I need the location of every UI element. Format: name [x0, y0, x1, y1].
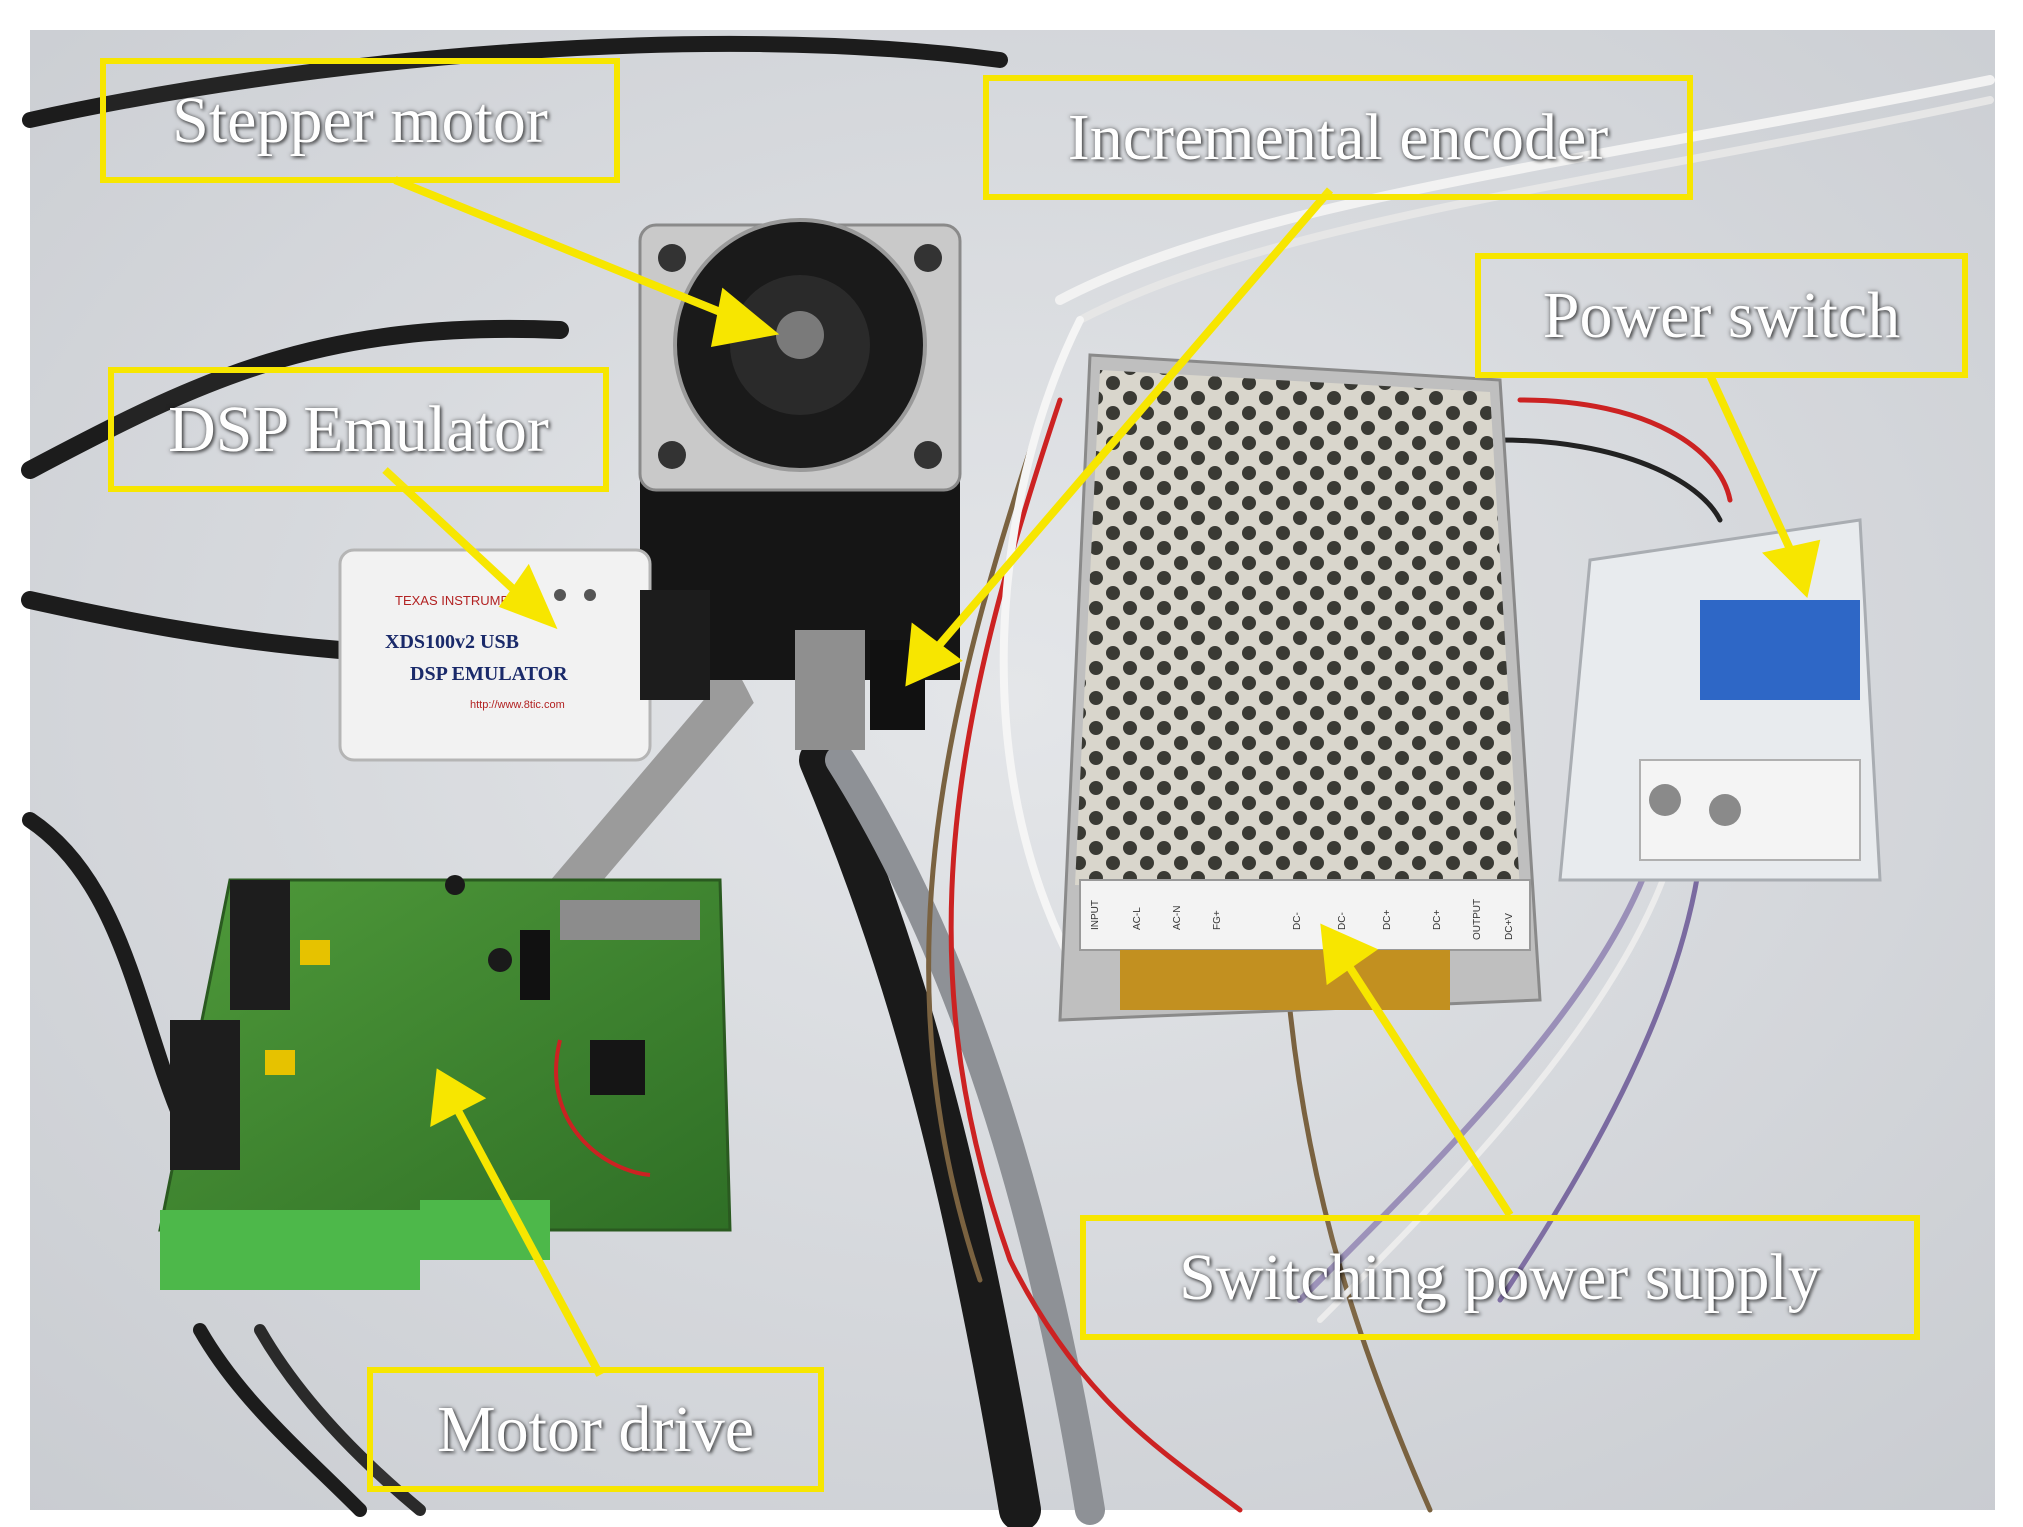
svg-text:AC-L: AC-L	[1132, 907, 1143, 930]
stepper-motor	[638, 218, 962, 750]
stepper-motor-label: Stepper motor	[100, 58, 620, 183]
terminal-labels: INPUT AC-L AC-N FG+ DC- DC- DC+ DC+ OUTP…	[1090, 899, 1515, 940]
motor-drive-board	[158, 875, 732, 1290]
svg-text:DC+V: DC+V	[1504, 913, 1515, 940]
svg-text:FG+: FG+	[1212, 910, 1223, 930]
switching-power-supply	[1058, 353, 1542, 1022]
dsp-emulator: TEXAS INSTRUMENTS XDS100v2 USB DSP EMULA…	[338, 548, 710, 762]
incremental-encoder-label: Incremental encoder	[983, 75, 1693, 200]
cables	[21, 35, 1995, 1527]
svg-text:DC-: DC-	[1292, 912, 1303, 930]
emulator-title-text: DSP EMULATOR	[410, 663, 568, 685]
svg-text:INPUT: INPUT	[1090, 900, 1101, 930]
power-switch	[1558, 518, 1882, 882]
dsp-emulator-label: DSP Emulator	[108, 367, 609, 492]
svg-text:OUTPUT: OUTPUT	[1472, 899, 1483, 940]
svg-text:DC+: DC+	[1432, 910, 1443, 930]
emulator-logo-text: TEXAS INSTRUMENTS	[395, 593, 535, 608]
annotation-arrows	[382, 176, 1821, 1377]
motor-drive-label: Motor drive	[367, 1367, 824, 1492]
switching-power-supply-label: Switching power supply	[1080, 1215, 1920, 1340]
svg-text:AC-N: AC-N	[1172, 906, 1183, 930]
emulator-model-text: XDS100v2 USB	[385, 631, 519, 653]
power-switch-label: Power switch	[1475, 253, 1968, 378]
svg-text:DC+: DC+	[1382, 910, 1393, 930]
svg-text:DC-: DC-	[1337, 912, 1348, 930]
emulator-url-text: http://www.8tic.com	[470, 699, 565, 711]
